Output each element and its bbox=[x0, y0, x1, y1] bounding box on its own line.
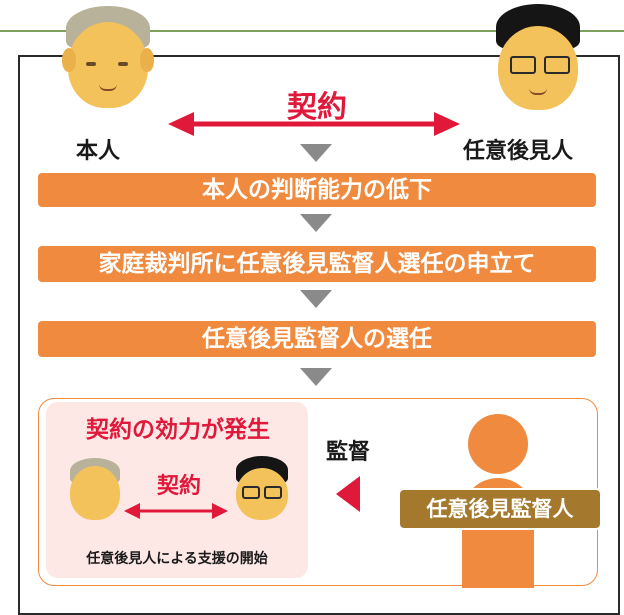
flow-arrow-down-icon bbox=[300, 368, 332, 386]
step-1-bar: 本人の判断能力の低下 bbox=[38, 173, 596, 207]
right-party-label: 任意後見人 bbox=[463, 139, 574, 164]
supervisor-figure-head bbox=[468, 414, 528, 474]
effect-title: 契約の効力が発生 bbox=[86, 417, 270, 443]
contract-label-top: 契約 bbox=[287, 90, 347, 125]
contract-double-arrow-icon bbox=[168, 112, 460, 136]
step-3-bar: 任意後見監督人の選任 bbox=[38, 321, 596, 357]
supervisor-label: 任意後見監督人 bbox=[398, 488, 602, 530]
supervision-label: 監督 bbox=[326, 440, 371, 465]
flow-arrow-down-icon bbox=[300, 214, 332, 232]
header-rule bbox=[0, 30, 624, 32]
flow-arrow-down-icon bbox=[300, 290, 332, 308]
support-start-text: 任意後見人による支援の開始 bbox=[86, 551, 268, 567]
left-party-label: 本人 bbox=[76, 139, 121, 164]
flow-arrow-down-icon bbox=[300, 144, 332, 162]
step-2-bar: 家庭裁判所に任意後見監督人選任の申立て bbox=[38, 246, 596, 282]
supervision-arrow-icon bbox=[336, 476, 360, 512]
contract-label-small: 契約 bbox=[156, 474, 201, 499]
contract-small-double-arrow-icon bbox=[124, 503, 228, 519]
